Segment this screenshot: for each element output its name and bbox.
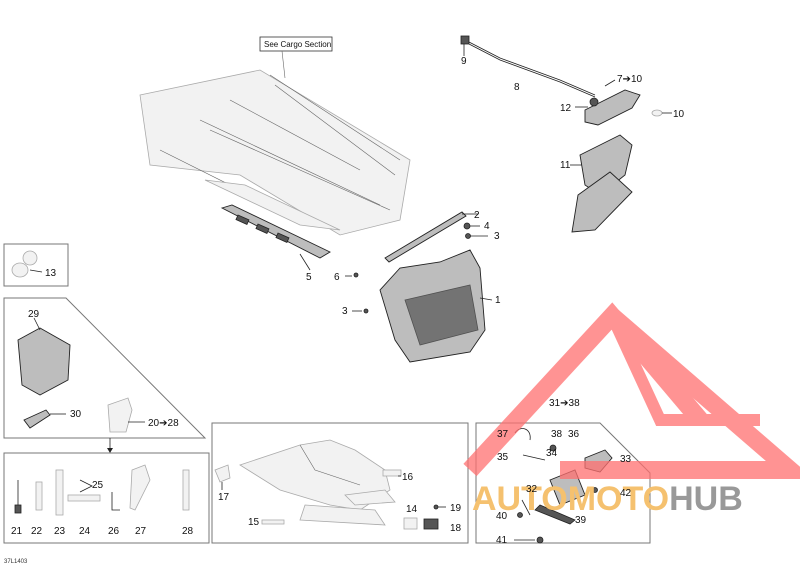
callout-19: 19	[450, 503, 462, 514]
callout-10: 10	[673, 109, 685, 120]
callout-25: 25	[92, 480, 104, 491]
watermark-logo	[463, 302, 800, 479]
callout-24: 24	[79, 526, 91, 537]
callout-4: 4	[484, 221, 490, 232]
cargo-rack	[139, 69, 411, 236]
callout-34: 34	[546, 448, 558, 459]
box-13	[3, 243, 69, 287]
part-5-strip	[220, 204, 331, 271]
callout-3b: 3	[342, 306, 348, 317]
callout-32: 32	[526, 484, 538, 495]
callout-6: 6	[334, 272, 340, 283]
tool-kit-box	[3, 452, 210, 544]
callout-13: 13	[45, 268, 57, 279]
callout-5: 5	[306, 272, 312, 283]
callout-21: 21	[11, 526, 23, 537]
light-housing	[570, 134, 633, 233]
callout-16: 16	[402, 472, 414, 483]
callout-23: 23	[54, 526, 66, 537]
watermark-text: AUTOMOTOHUB	[472, 480, 743, 518]
callout-20-28: 20➔28	[148, 418, 179, 429]
fasteners	[345, 222, 488, 314]
part-2-bracket	[384, 211, 478, 263]
callout-8: 8	[514, 82, 520, 93]
box-29-30	[3, 297, 207, 439]
snowmobile-box	[211, 422, 469, 544]
callout-31-38: 31➔38	[549, 398, 580, 409]
callout-22: 22	[31, 526, 43, 537]
diagram-code: 37L1403	[4, 559, 28, 565]
callout-15: 15	[248, 517, 260, 528]
callout-27: 27	[135, 526, 147, 537]
callout-9: 9	[461, 56, 467, 67]
callout-33: 33	[620, 454, 632, 465]
callout-35: 35	[497, 452, 509, 463]
callout-12: 12	[560, 103, 572, 114]
callout-7-10: 7➔10	[617, 74, 643, 85]
callout-18: 18	[450, 523, 462, 534]
callout-37: 37	[497, 429, 509, 440]
part-1-flap	[379, 249, 493, 363]
callout-36: 36	[568, 429, 580, 440]
callout-26: 26	[108, 526, 120, 537]
callouts: 1 2 3 3 4 5 6 7➔10 8 9 10 11 12 13 14 15…	[11, 56, 685, 546]
see-cargo-note: See Cargo Section	[259, 36, 333, 79]
callout-42: 42	[620, 488, 632, 499]
callout-40: 40	[496, 511, 508, 522]
callout-28: 28	[182, 526, 194, 537]
wire-harness	[460, 35, 596, 98]
callout-11: 11	[560, 160, 571, 171]
callout-17: 17	[218, 492, 230, 503]
callout-39: 39	[575, 515, 587, 526]
callout-2: 2	[474, 210, 480, 221]
callout-41: 41	[496, 535, 508, 546]
see-cargo-label: See Cargo Section	[264, 40, 331, 49]
callout-38: 38	[551, 429, 563, 440]
callout-3a: 3	[494, 231, 500, 242]
callout-14: 14	[406, 504, 418, 515]
callout-1: 1	[495, 295, 501, 306]
callout-30: 30	[70, 409, 82, 420]
callout-29: 29	[28, 309, 40, 320]
tail-light	[575, 79, 672, 126]
